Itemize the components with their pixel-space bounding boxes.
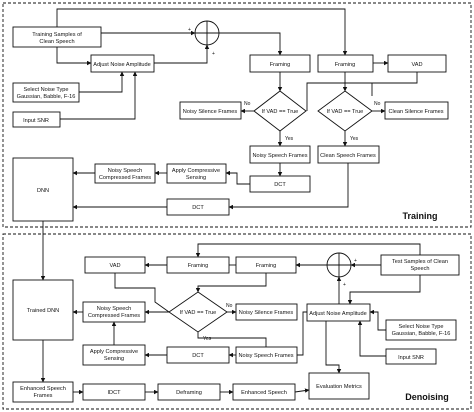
denoising-snr-box [385,348,437,365]
denoising-snr-label: Input SNR [398,355,424,361]
denoising-test-samples-label-1: Test Samples of Clean [392,259,448,265]
denoising-noisy-silence-label: Noisy Silence Frames [239,310,294,316]
training-decision-clean-label: If VAD == True [327,109,364,115]
denoising-deframing-label: Deframing [176,390,202,396]
training-framing-clean-label: Framing [335,62,356,68]
training-plus-top: + [188,27,191,33]
training-dct-clean-label: DCT [192,205,204,211]
training-noise-type-label-1: Select Noise Type [24,87,69,93]
denoising-yes: Yes [203,336,212,342]
denoising-plus-right: + [354,258,357,264]
denoising-compressed-label-2: Compressed Frames [88,313,140,319]
training-clean-silence-label: Clean Silence Frames [388,109,443,115]
training-framing-noisy-label: Framing [270,62,291,68]
denoising-decision-label: If VAD == True [180,310,217,316]
training-decision-noisy-label: If VAD == True [262,109,299,115]
training-compressive-label-1: Apply Compressive [172,168,220,174]
training-noisy-speech-frames-label: Noisy Speech Frames [252,153,307,159]
training-noisy-silence-label: Noisy Silence Frames [183,109,238,115]
training-snr-box [12,111,61,128]
training-adjust-noise-label: Adjust Noise Amplitude [93,62,151,68]
denoising-compressive-label-2: Sensing [104,356,124,362]
denoising-trained-dnn-label: Trained DNN [27,308,59,314]
training-vad-label: VAD [411,62,422,68]
denoising-enhanced-frames-label-1: Enhanced Speech [20,386,66,392]
denoising-enhanced-frames-box [12,381,74,403]
denoising-compressive-label-1: Apply Compressive [90,349,138,355]
denoising-noisy-speech-frames-label: Noisy Speech Frames [238,353,293,359]
denoising-adjust-noise-label: Adjust Noise Amplitude [309,311,367,317]
training-noise-type-box [12,82,80,103]
denoising-evaluation-label: Evaluation Metrics [316,384,362,390]
training-plus-bottom: + [212,51,215,57]
training-compressed-label-2: Compressed Frames [99,175,151,181]
denoising-noise-type-label-1: Select Noise Type [399,324,444,330]
training-compressed-label-1: Noisy Speech [108,168,143,174]
denoising-trained-dnn-box [12,279,74,341]
denoising-evaluation-box [308,372,370,400]
denoising-idct-label: IDCT [107,390,121,396]
training-snr-label: Input SNR [23,118,49,124]
denoising-plus-bottom: + [343,282,346,288]
denoising-compressed-label-1: Noisy Speech [97,306,132,312]
denoising-test-samples-box [380,254,460,276]
denoising-compressive-box [82,344,146,366]
denoising-enhanced-speech-label: Enhanced Speech [241,390,287,396]
denoising-dct-label: DCT [192,353,204,359]
training-dnn-label: DNN [37,188,49,194]
training-dct-noisy-label: DCT [274,182,286,188]
training-dnn-box [12,157,74,222]
training-samples-label-2: Clean Speech [39,39,74,45]
training-section-frame [2,2,472,228]
training-title: Training [402,211,437,221]
training-compressive-label-2: Sensing [186,175,206,181]
denoising-no: No [226,303,233,309]
training-clean-speech-frames-label: Clean Speech Frames [320,153,376,159]
denoising-section-frame [2,233,472,410]
denoising-test-samples-label-2: Speech [411,266,430,272]
training-no-2: No [374,101,381,107]
denoising-framing-clean-label: Framing [188,263,209,269]
denoising-compressed-box [82,301,146,323]
training-yes-2: Yes [350,136,359,142]
training-no-1: No [244,101,251,107]
denoising-enhanced-frames-label-2: Frames [34,393,53,399]
training-samples-label-1: Training Samples of [32,32,82,38]
denoising-noise-type-box [385,319,457,341]
training-yes-1: Yes [285,136,294,142]
denoising-vad-label: VAD [109,263,120,269]
denoising-title: Denoising [405,392,449,402]
training-clean-speech-frames-box [317,145,380,164]
denoising-framing-noisy-label: Framing [256,263,277,269]
training-noise-type-label-2: Gaussian, Babble, F-16 [17,94,76,100]
denoising-noise-type-label-2: Gaussian, Babble, F-16 [392,331,451,337]
